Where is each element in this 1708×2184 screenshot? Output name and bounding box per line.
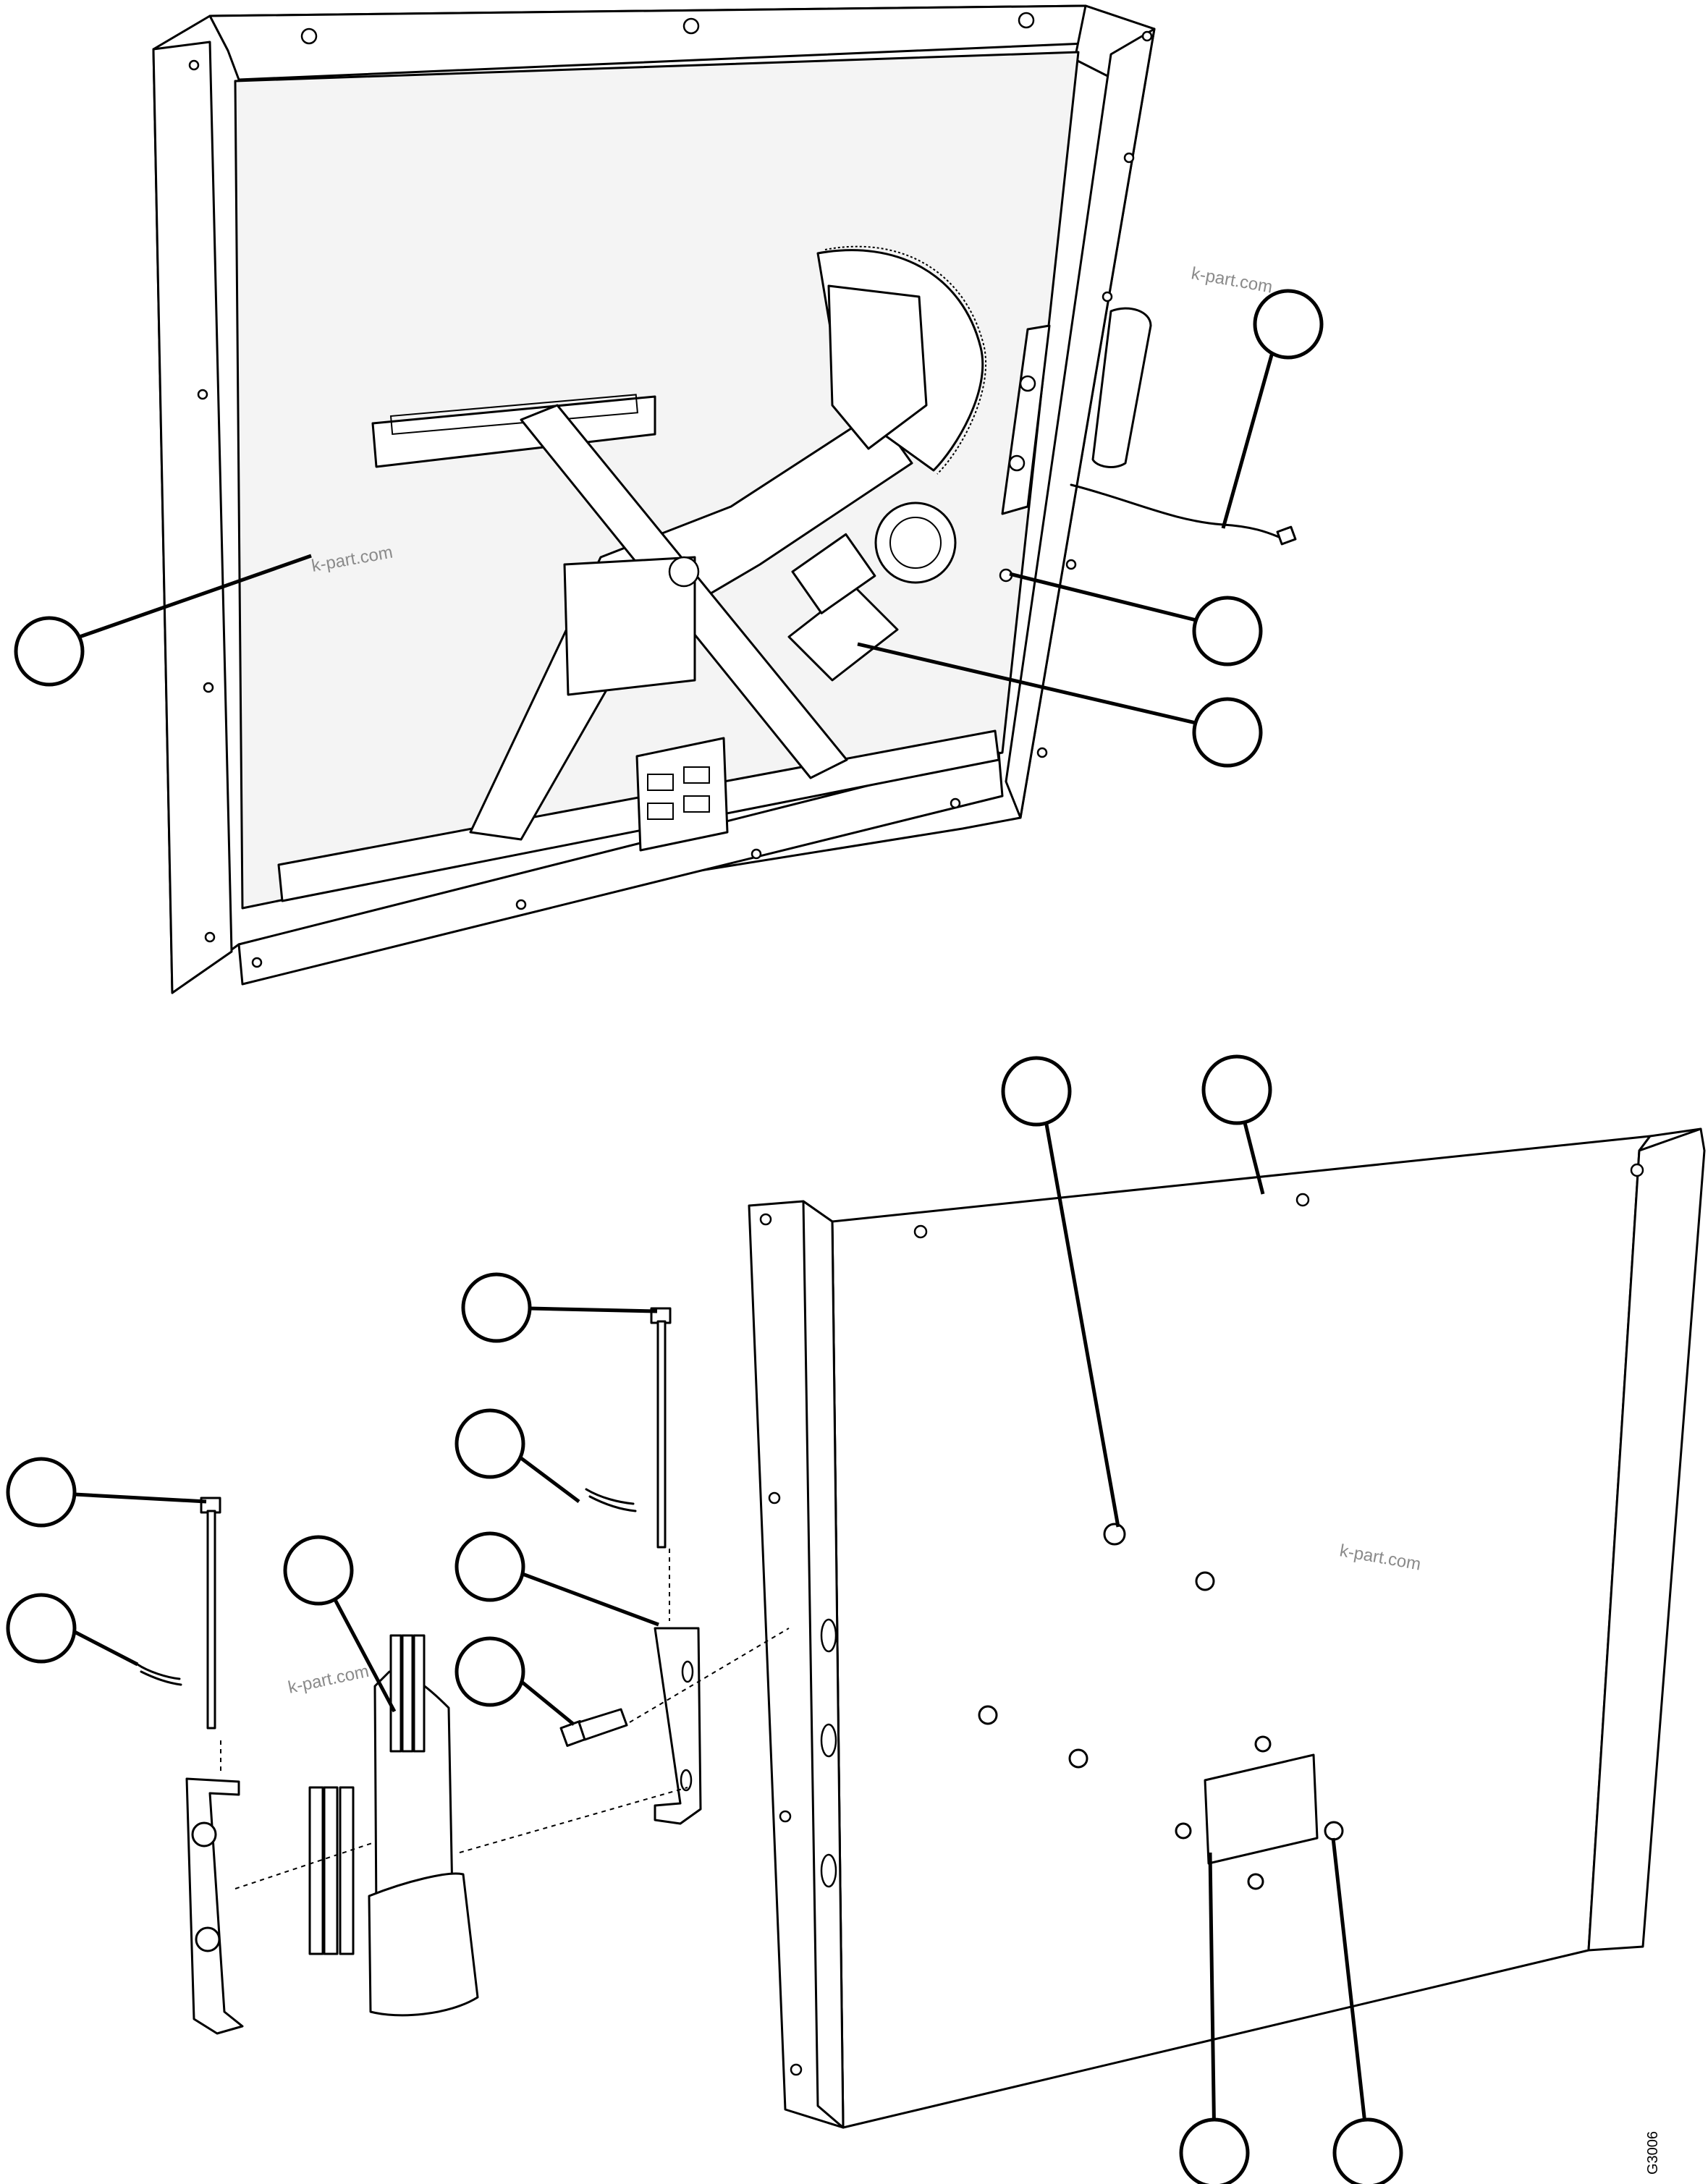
callout-12[interactable]	[6, 1593, 77, 1664]
callout-3[interactable]	[1192, 596, 1263, 666]
drawing-code: G3006	[1645, 2131, 1661, 2175]
callout-11[interactable]	[6, 1457, 77, 1528]
callout-9[interactable]	[455, 1531, 525, 1602]
watermark-1: k-part.com	[1190, 263, 1274, 297]
callout-8[interactable]	[455, 1408, 525, 1479]
door-frame-assembly	[152, 4, 1297, 994]
callout-5[interactable]	[1001, 1056, 1072, 1127]
hardware-group	[136, 1307, 790, 2035]
door-panel	[748, 1127, 1706, 2129]
callout-13[interactable]	[283, 1535, 354, 1606]
callout-2[interactable]	[1253, 289, 1324, 360]
callout-14[interactable]	[1179, 2117, 1250, 2184]
callout-6[interactable]	[1201, 1054, 1272, 1125]
callout-15[interactable]	[1332, 2117, 1403, 2184]
watermark-4: k-part.com	[287, 1662, 371, 1698]
callout-1[interactable]	[14, 616, 85, 687]
callout-10[interactable]	[455, 1636, 525, 1707]
callout-7[interactable]	[461, 1272, 532, 1343]
callout-4[interactable]	[1192, 697, 1263, 768]
callout-circles	[6, 289, 1403, 2184]
